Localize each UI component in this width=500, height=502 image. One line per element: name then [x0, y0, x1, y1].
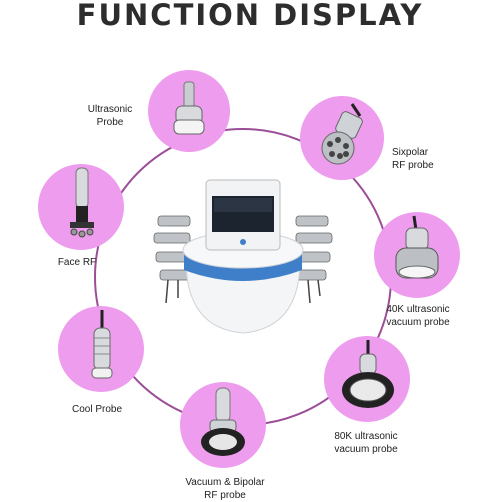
80k-vacuum-probe-label: 80K ultrasonic vacuum probe	[334, 431, 398, 455]
sixpolar-probe-bubble	[300, 96, 384, 180]
beauty-machine-image	[148, 178, 338, 338]
40k-vacuum-probe-bubble	[374, 212, 460, 298]
ultrasonic-probe-bubble	[148, 70, 230, 152]
cool-probe-bubble	[58, 306, 144, 392]
ultrasonic-probe-icon	[173, 81, 205, 135]
vacuum-bipolar-probe-bubble	[180, 382, 266, 468]
sixpolar-probe-icon	[321, 103, 363, 165]
ultrasonic-probe-label: Ultrasonic Probe	[87, 104, 133, 128]
cool-probe-icon	[91, 310, 113, 379]
sixpolar-probe-label: Sixpolar RF probe	[392, 147, 434, 171]
face-rf-probe-bubble	[38, 164, 124, 250]
80k-vacuum-probe-icon	[342, 340, 394, 408]
page-title: FUNCTION DISPLAY	[76, 0, 424, 32]
face-rf-probe-label: Face RF	[57, 257, 97, 268]
cool-probe-label: Cool Probe	[71, 404, 123, 415]
80k-vacuum-probe-bubble	[324, 336, 410, 422]
40k-vacuum-probe-icon	[395, 215, 439, 279]
vacuum-bipolar-probe-label: Vacuum & Bipolar RF probe	[185, 477, 265, 501]
vacuum-bipolar-probe-icon	[201, 387, 245, 456]
40k-vacuum-probe-label: 40K ultrasonic vacuum probe	[386, 304, 450, 328]
face-rf-probe-icon	[70, 167, 94, 238]
